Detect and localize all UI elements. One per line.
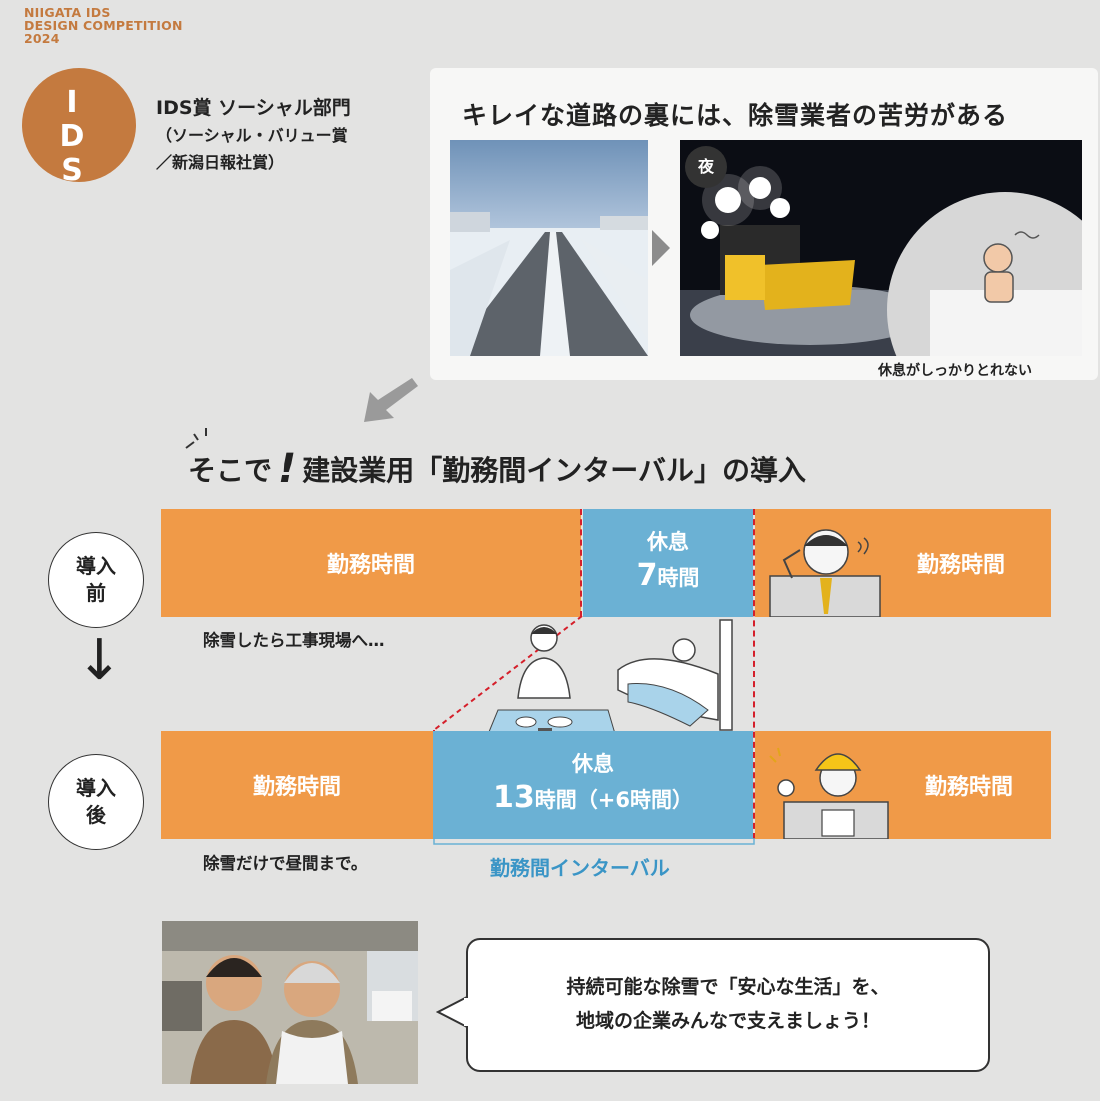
- tired-worker-illustration: [769, 529, 881, 617]
- play-arrow-icon: [652, 230, 670, 266]
- ids-logo: I D S: [22, 68, 136, 182]
- before-rest-start-line: [580, 509, 582, 617]
- message-line2: 地域の企業みんなで支えましょう！: [575, 1010, 880, 1032]
- logo-letter-s: S: [61, 153, 83, 182]
- exclamation-icon: !: [278, 446, 297, 492]
- competition-name: NIIGATA IDS DESIGN COMPETITION 2024: [24, 5, 183, 46]
- after-note: 除雪だけで昼間まで。: [203, 854, 368, 873]
- bubble-tail-cover: [464, 998, 470, 1026]
- before-rest-block: 休息 7時間: [583, 509, 753, 617]
- interval-label: 勤務間インターバル: [490, 856, 670, 880]
- headline: そこで!建設業用「勤務間インターバル」の導入: [188, 446, 806, 492]
- before-circle: 導入 前: [48, 532, 144, 628]
- award-line1: IDS賞 ソーシャル部門: [156, 97, 351, 119]
- speech-bubble-tail-icon: [436, 995, 470, 1029]
- headline-part1: そこで: [188, 454, 273, 487]
- before-note: 除雪したら工事現場へ…: [203, 631, 385, 650]
- snowy-road-image: [450, 140, 648, 356]
- after-rest-block: 休息 13時間（+6時間）: [433, 731, 753, 839]
- ids-logo-graphic: I D S: [60, 85, 85, 182]
- snowplow-image: [680, 140, 1082, 356]
- award-line3: ／新潟日報社賞）: [156, 153, 285, 172]
- message-bubble: [466, 938, 990, 1072]
- logo-letter-d: D: [60, 119, 85, 154]
- message-text: 持続可能な除雪で「安心な生活」を、 地域の企業みんなで支えましょう！: [466, 970, 990, 1038]
- happy-worker-illustration: [769, 747, 889, 839]
- award-title: IDS賞 ソーシャル部門 （ソーシャル・バリュー賞 ／新潟日報社賞）: [156, 95, 351, 176]
- before-rest-label: 休息: [647, 530, 689, 554]
- interval-bracket: [433, 838, 755, 845]
- snowy-road-photo: [450, 140, 648, 356]
- panel-title: キレイな道路の裏には、除雪業者の苦労がある: [462, 101, 1009, 130]
- message-line1: 持続可能な除雪で「安心な生活」を、: [566, 976, 890, 998]
- night-badge: 夜: [685, 146, 727, 188]
- rest-activities-illustration: [483, 619, 733, 745]
- sparkle-burst-icon: [185, 428, 207, 449]
- after-rest-hours: 13時間（+6時間）: [493, 780, 693, 815]
- down-arrow-icon: ↓: [76, 628, 123, 693]
- night-snowplow-photo: [680, 140, 1082, 356]
- rest-end-line: [753, 509, 755, 839]
- before-rest-hours: 7時間: [636, 558, 700, 593]
- headline-part2: 建設業用「勤務間インターバル」の導入: [302, 454, 806, 487]
- workers-image: [162, 921, 418, 1084]
- after-circle: 導入 後: [48, 754, 144, 850]
- rest-caption: 休息がしっかりとれない: [878, 363, 1032, 379]
- after-work-left: 勤務時間: [161, 731, 433, 839]
- down-left-arrow-icon: [364, 378, 418, 422]
- logo-letter-i: I: [66, 85, 77, 120]
- after-rest-label: 休息: [572, 752, 614, 776]
- workers-photo: [162, 921, 418, 1084]
- award-line2: （ソーシャル・バリュー賞: [156, 126, 348, 145]
- before-work-left: 勤務時間: [161, 509, 581, 617]
